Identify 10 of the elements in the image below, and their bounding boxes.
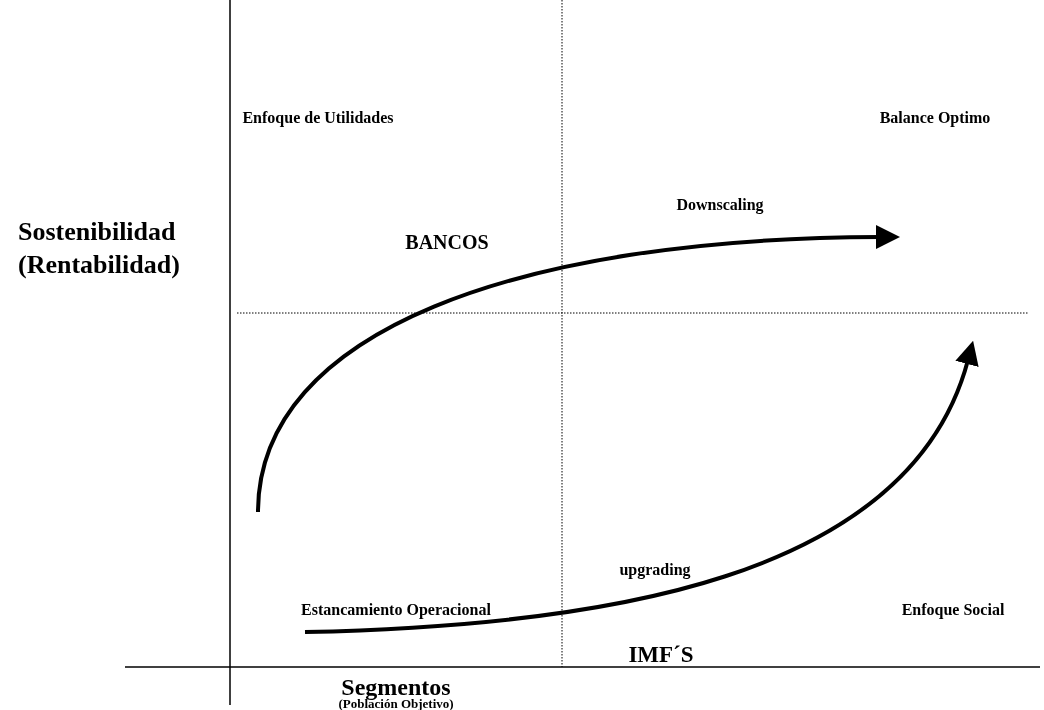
axis-title: Sostenibilidad (Rentabilidad) <box>18 215 181 281</box>
quadrant-label: Enfoque de Utilidades <box>242 109 394 127</box>
quadrant-label: Balance Optimo <box>879 109 991 127</box>
arrow-label: upgrading <box>619 561 691 579</box>
axis-title: Segmentos <box>341 673 451 700</box>
group-label: BANCOS <box>405 230 489 254</box>
quadrant-label: Enfoque Social <box>901 601 1005 619</box>
arrow-label: Downscaling <box>676 196 764 214</box>
group-label: IMF´S <box>628 642 694 668</box>
quadrant-label: Estancamiento Operacional <box>301 601 491 619</box>
